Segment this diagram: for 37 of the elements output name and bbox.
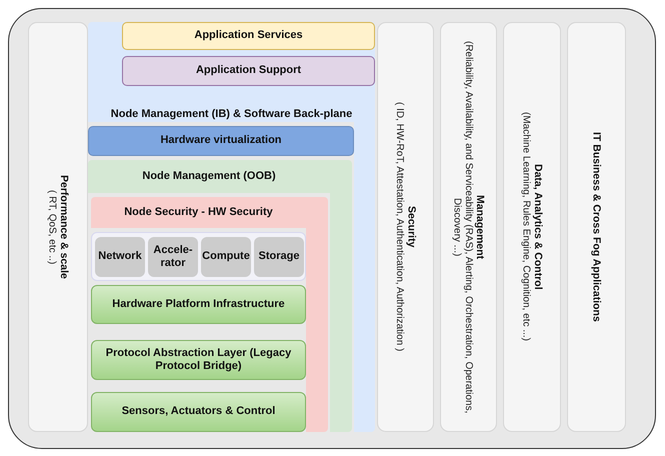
aspect-column bbox=[440, 22, 497, 432]
layer-title: Node Management (OOB) bbox=[141, 170, 277, 182]
column-label: IT Business & Cross Fog Applications bbox=[590, 132, 603, 322]
layer-title: Application Services bbox=[193, 29, 304, 43]
layer-title: Hardware Platform Infrastructure bbox=[111, 298, 286, 312]
layer-box bbox=[91, 392, 306, 432]
layer-title: Node Security - HW Security bbox=[123, 206, 274, 218]
layer-title: Protocol Abstraction Layer (Legacy Protocol Bridge) bbox=[104, 346, 292, 374]
layer-box bbox=[122, 22, 375, 50]
aspect-column bbox=[377, 22, 434, 432]
layer-title: Node Management (IB) & Software Back-plane bbox=[110, 108, 354, 120]
layer-band bbox=[88, 22, 375, 432]
aspect-column bbox=[567, 22, 626, 432]
resource-label: Network bbox=[97, 250, 143, 264]
aspect-column bbox=[28, 22, 88, 432]
resource-box bbox=[201, 237, 251, 277]
aspect-column bbox=[503, 22, 561, 432]
layer-box bbox=[122, 56, 375, 86]
resource-box bbox=[95, 237, 145, 277]
resource-group bbox=[91, 232, 306, 281]
column-label: Security ( ID, HW-RoT, Attestation, Authentication, Authorization ) bbox=[394, 102, 418, 352]
resource-label: Compute bbox=[201, 250, 251, 264]
column-label: Management (Reliability, Availability, and Serviceability (RAS), Alerting, Orchestration, Operations, Discovery ...) bbox=[450, 40, 486, 416]
layer-box bbox=[88, 126, 354, 156]
column-label: Performance & scale ( RT, QoS, etc ..) bbox=[46, 175, 70, 279]
layer-title: Sensors, Actuators & Control bbox=[120, 405, 276, 419]
layer-title: Hardware virtualization bbox=[159, 134, 283, 148]
layer-box bbox=[91, 285, 306, 324]
resource-box bbox=[148, 237, 198, 277]
column-label: Data, Analytics & Control (Machine Learning, Rules Engine, Cognition, etc ...) bbox=[520, 112, 544, 342]
resource-label: Accele- rator bbox=[152, 244, 194, 270]
resource-box bbox=[254, 237, 304, 277]
layer-box bbox=[91, 340, 306, 380]
resource-label: Storage bbox=[258, 250, 300, 264]
layer-band bbox=[91, 197, 328, 432]
layer-title: Application Support bbox=[194, 64, 302, 78]
layer-band bbox=[88, 160, 352, 432]
